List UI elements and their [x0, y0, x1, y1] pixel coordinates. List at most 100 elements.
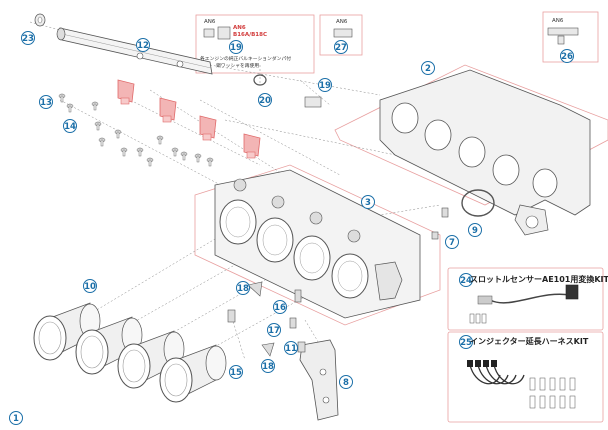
bolt [136, 147, 144, 157]
callout-18: 18 [236, 281, 250, 295]
callout-16: 16 [273, 300, 287, 314]
callout-number: 25 [460, 338, 472, 348]
an6-label-right: AN6 [552, 18, 564, 24]
callout-number: 11 [285, 344, 297, 354]
outline-intake-manifold [334, 64, 608, 206]
callout-number: 7 [449, 238, 455, 248]
injector-4 [243, 133, 261, 159]
callout-number: 18 [262, 362, 274, 372]
callout-number: 17 [268, 326, 280, 336]
callout-1: 1 [9, 411, 23, 425]
extension-harness-4 [491, 360, 525, 385]
extension-connector-2 [539, 377, 546, 409]
injector-1 [117, 79, 135, 105]
bolt [206, 157, 214, 167]
injector-3 [199, 115, 217, 141]
callout-8: 8 [339, 375, 353, 389]
callout-9: 9 [468, 223, 482, 237]
callout-12: 12 [136, 38, 150, 52]
callout-25: 25 [459, 335, 473, 349]
callout-number: 9 [472, 226, 478, 236]
callout-number: 15 [230, 368, 242, 378]
fuel-rail [56, 27, 213, 75]
callout-number: 12 [137, 41, 149, 51]
callout-layer: 23 12 19 27 26 20 19 2 13 14 3 7 9 10 18 16 17 11 18 15 8 1 24… [9, 31, 574, 425]
callout-24: 24 [459, 273, 473, 287]
outline-kit25 [447, 331, 604, 423]
washer-23 [34, 13, 46, 27]
throttle-body [214, 169, 421, 319]
o-ring-20 [253, 74, 267, 86]
callout-number: 1 [13, 414, 19, 424]
callout-26: 26 [560, 49, 574, 63]
callout-number: 10 [84, 282, 96, 292]
callout-17: 17 [267, 323, 281, 337]
callout-number: 27 [335, 43, 347, 53]
bolt [114, 129, 122, 139]
callout-19: 19 [318, 78, 332, 92]
bolt [180, 151, 188, 161]
outline-throttle-body [194, 164, 441, 326]
extension-connector-3 [549, 377, 556, 409]
callout-14: 14 [63, 119, 77, 133]
outline-kit24 [447, 267, 604, 331]
an6-red-engine: B16A/B18C [233, 32, 267, 38]
velocity-stack-3 [117, 330, 185, 389]
bolt [98, 137, 106, 147]
callout-11: 11 [284, 341, 298, 355]
callout-10: 10 [83, 279, 97, 293]
bolt-group [58, 93, 214, 167]
bolt [58, 93, 66, 103]
kit25-harness [467, 360, 576, 409]
callout-number: 13 [40, 98, 52, 108]
callout-7: 7 [445, 235, 459, 249]
an6-note-line1: 各エンジンの純正バルキーションダンパ付 [200, 55, 291, 62]
extension-harness-3 [483, 360, 517, 385]
intake-manifold [379, 69, 591, 236]
callout-3: 3 [361, 195, 375, 209]
callout-number: 19 [319, 81, 331, 91]
velocity-stack-1 [33, 302, 101, 361]
extension-connector-4 [559, 377, 566, 409]
callout-number: 18 [237, 284, 249, 294]
leader-lines [29, 21, 441, 361]
outline-an6-box-mid [319, 14, 363, 56]
injector-2 [159, 97, 177, 123]
callout-number: 14 [64, 122, 76, 132]
an6-fittings [203, 26, 579, 108]
callout-number: 19 [230, 43, 242, 53]
callout-20: 20 [258, 93, 272, 107]
callout-number: 2 [425, 64, 431, 74]
extension-harness-2 [475, 360, 509, 385]
bolt [146, 157, 154, 167]
bracket-8 [299, 339, 339, 421]
bolt [156, 135, 164, 145]
callout-number: 8 [343, 378, 349, 388]
bolt [91, 101, 99, 111]
velocity-stack-2 [75, 316, 143, 375]
callout-2: 2 [421, 61, 435, 75]
callout-number: 16 [274, 303, 286, 313]
callout-number: 23 [22, 34, 34, 44]
extension-connector-5 [569, 377, 576, 409]
bolt [120, 147, 128, 157]
extension-connector-1 [529, 377, 536, 409]
bolt [66, 103, 74, 113]
an6-red-label: AN6 [233, 25, 246, 31]
callout-number: 20 [259, 96, 271, 106]
callout-15: 15 [229, 365, 243, 379]
gasket-9 [461, 189, 495, 217]
small-hardware [227, 281, 306, 357]
callout-19: 19 [229, 40, 243, 54]
bolt [94, 121, 102, 131]
callout-27: 27 [334, 40, 348, 54]
extension-harness-1 [467, 360, 501, 385]
kit24-harness [469, 284, 579, 324]
callout-number: 26 [561, 52, 573, 62]
injector-group [117, 79, 261, 159]
velocity-stack-group [33, 302, 227, 403]
callout-number: 3 [365, 198, 371, 208]
velocity-stack-4 [159, 344, 227, 403]
